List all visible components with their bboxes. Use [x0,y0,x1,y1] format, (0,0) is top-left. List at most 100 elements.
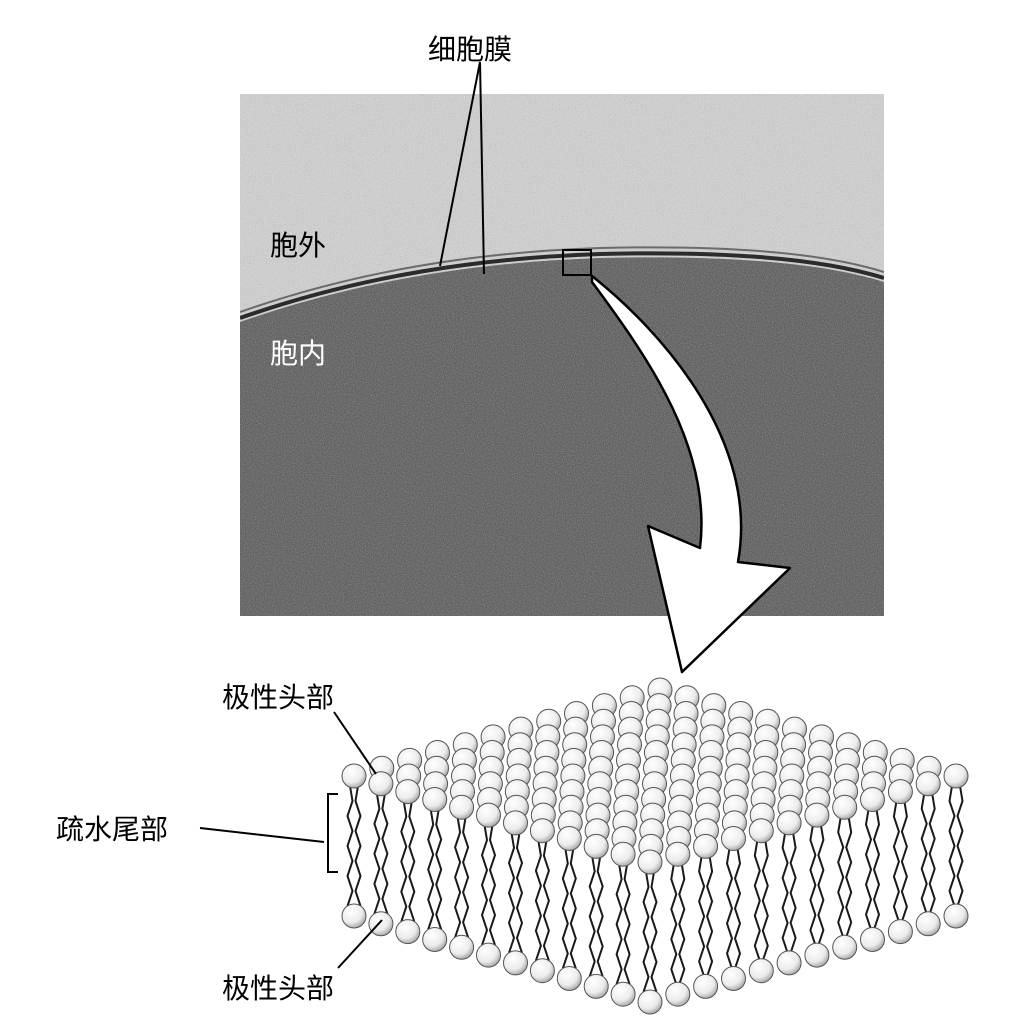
lipid-head-bottom [422,927,448,952]
lipid-head-top [503,810,528,836]
lipid-head-top [721,826,746,851]
polar-head-bottom-label: 极性头部 [222,972,335,1005]
lipid-head-top [860,787,885,812]
lipid-head-top [476,802,501,828]
top-polar-heads [341,677,969,875]
micrograph-photo [240,94,884,616]
lipid-head-top [915,771,941,797]
lipid-head-bottom [637,989,663,1015]
lipid-head-bottom [610,981,636,1007]
lipid-tail [596,856,604,977]
lipid-tail [956,785,964,907]
inside-label: 胞内 [270,337,327,370]
lipid-tail [346,785,354,907]
lipid-head-bottom [665,981,691,1007]
lipid-head-bottom [915,911,941,937]
lipid-tail [427,809,435,930]
lipid-tail [650,871,658,993]
lipid-head-bottom [748,958,774,984]
lipid-tail [920,793,928,915]
lipid-tail [706,856,714,977]
lipid-head-top [556,826,582,851]
lipid-tail [900,801,908,922]
lipid-tail [488,824,497,946]
lipid-head-bottom [368,911,394,937]
label-pointers [199,711,383,969]
lipid-tail [408,801,416,922]
lipid-head-bottom [887,919,913,945]
lipid-tail [872,809,881,930]
lipid-tail [462,817,470,938]
lipid-tail [534,840,542,962]
lipid-head-top [341,763,367,789]
lipid-head-top [693,833,719,859]
lipid-head-bottom [776,950,802,976]
lipid-head-bottom [529,958,555,984]
membrane-pointer [439,61,485,275]
lipid-tail [642,871,650,993]
hydrophobic-tails [346,785,964,993]
lipid-tail [781,832,789,954]
lipid-head-top [943,763,969,789]
lipid-tail [670,864,678,985]
lipid-head-bottom [832,934,858,960]
lipid-tail [381,793,389,915]
lipid-head-top [583,833,609,859]
lipid-tail [354,785,362,907]
lipid-tail [561,848,569,969]
membrane-label: 细胞膜 [428,33,513,66]
lipid-tail [928,793,936,915]
polar-head-top-label: 极性头部 [222,681,335,714]
outside-label: 胞外 [270,229,327,262]
lipid-tail [542,840,550,962]
lipid-head-top [748,818,774,844]
lipid-tail [623,864,631,985]
lipid-head-bottom [395,919,421,945]
lipid-head-top [887,779,913,805]
lipid-tail [373,793,381,915]
lipid-tail [454,817,462,938]
lipid-head-bottom [449,934,475,960]
lipid-head-bottom [693,973,719,999]
lipid-tail [678,864,686,985]
lipid-tail [569,848,577,969]
lipid-head-top [610,841,636,867]
lipid-head-bottom [476,942,501,968]
lipid-tail [733,848,742,969]
lipid-head-top [776,810,802,836]
lipid-head-bottom [341,903,367,929]
bottom-polar-heads [341,903,969,1015]
lipid-head-bottom [503,950,528,976]
lipid-tail [837,817,845,938]
lipid-head-top [804,802,830,828]
lipid-tail [761,840,769,962]
lipid-head-top [832,794,858,820]
lipid-tail [809,824,817,946]
zoom-box [562,249,592,276]
lipid-tail [817,824,825,946]
lipid-head-bottom [556,966,582,991]
lipid-tail [948,785,956,907]
lipid-bilayer-model [341,677,969,1015]
lipid-tail [435,809,443,930]
lipid-head-top [665,841,691,867]
lipid-head-bottom [943,903,969,929]
lipid-head-top [395,779,421,805]
lipid-head-bottom [804,942,830,968]
lipid-head-top [637,849,663,875]
lipid-head-bottom [721,966,746,991]
lipid-tail [615,864,623,985]
lipid-tail [515,832,524,954]
lipid-tail [588,856,596,977]
lipid-tail [892,801,900,922]
lipid-tail [400,801,408,922]
lipid-tail [789,832,797,954]
lipid-tail [698,856,706,977]
lipid-tail [864,809,873,930]
lipid-head-top [422,787,448,812]
lipid-tail [845,817,853,938]
lipid-head-bottom [583,973,609,999]
hydrophobic-tail-label: 疏水尾部 [56,813,169,846]
curved-arrow-icon [590,274,792,674]
